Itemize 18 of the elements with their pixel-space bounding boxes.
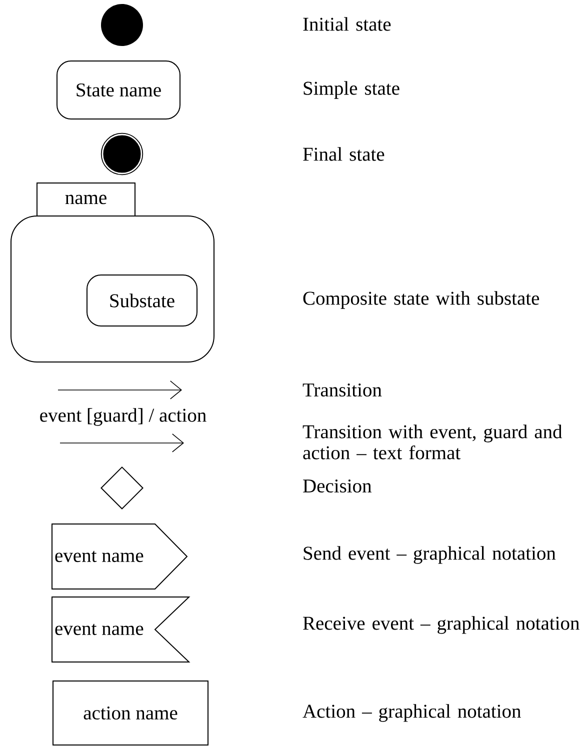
- description-text: Transition with event, guard and action – text format: [302, 424, 562, 460]
- action-box: action name: [52, 680, 208, 746]
- transition-label: event [guard] / action: [40, 408, 206, 426]
- description-text: Final state: [303, 147, 384, 161]
- description-text: Send event – graphical notation: [304, 546, 556, 564]
- state-box: Substate: [86, 274, 198, 326]
- state-box: State name: [56, 60, 180, 120]
- node-label: name: [65, 194, 106, 204]
- description-text: Receive event – graphical notation: [303, 616, 580, 634]
- decision-diamond: [100, 466, 144, 510]
- description-text: Decision: [303, 479, 372, 493]
- final-state-circle: [100, 132, 144, 176]
- description-text: Transition: [302, 383, 382, 397]
- description-text: Initial state: [303, 17, 391, 31]
- description-text: Action – graphical notation: [302, 704, 521, 722]
- description-text: Simple state: [304, 81, 400, 99]
- initial-state-circle: [101, 4, 143, 46]
- description-text: Composite state with substate: [303, 291, 540, 309]
